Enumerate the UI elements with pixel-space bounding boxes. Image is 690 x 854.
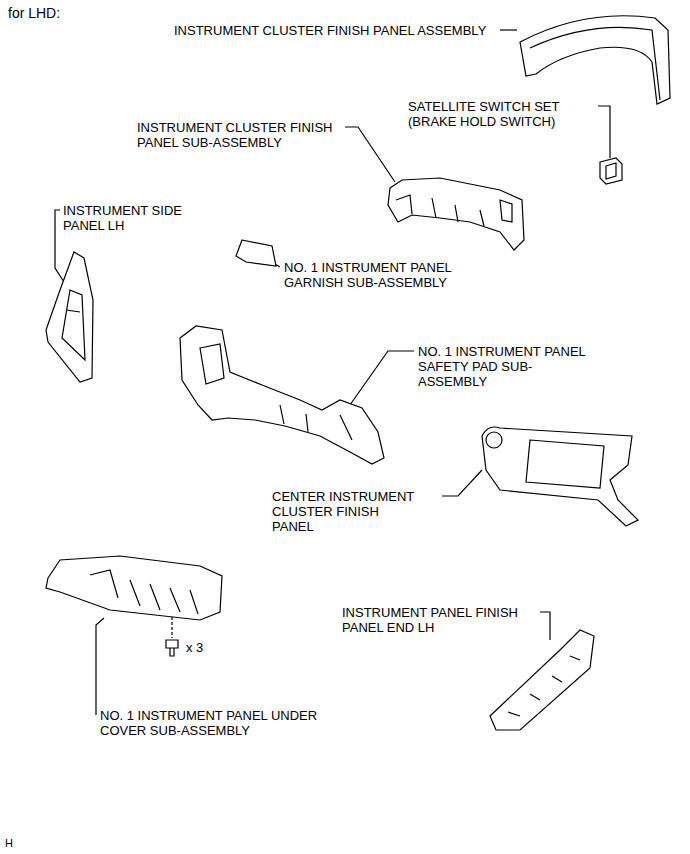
part-name: CENTER INSTRUMENT CLUSTER FINISH PANEL (272, 489, 418, 534)
part-name: INSTRUMENT SIDE PANEL LH (63, 203, 186, 233)
part-name: NO. 1 INSTRUMENT PANEL GARNISH SUB-ASSEM… (284, 260, 456, 290)
center-cluster-finish-panel (482, 427, 638, 526)
callout-text: x 3 (186, 640, 203, 655)
panel-detail (396, 195, 512, 226)
leader-line (442, 470, 482, 496)
leader-line (96, 618, 104, 715)
diagram-title: for LHD: (8, 6, 60, 21)
switch-face (606, 163, 616, 179)
part-name: SATELLITE SWITCH SET (BRAKE HOLD SWITCH) (408, 99, 563, 129)
garnish (236, 240, 276, 266)
pad-detail (200, 344, 352, 440)
panel-edge (530, 27, 660, 100)
part-name: NO. 1 INSTRUMENT PANEL UNDER COVER SUB-A… (100, 708, 321, 738)
leader-line (345, 127, 395, 182)
callout-text: H (5, 836, 13, 851)
bolt (166, 640, 178, 656)
cluster-finish-panel-sub-assembly (388, 178, 524, 250)
leader-line (540, 612, 550, 640)
part-name: INSTRUMENT PANEL FINISH PANEL END LH (342, 605, 522, 635)
part-name: NO. 1 INSTRUMENT PANEL SAFETY PAD SUB-AS… (418, 344, 590, 389)
finish-panel-end (490, 630, 594, 730)
panel-detail (508, 656, 580, 716)
part-name: INSTRUMENT CLUSTER FINISH PANEL SUB-ASSE… (137, 120, 336, 150)
instrument-side-panel (46, 252, 93, 382)
cover-detail (90, 570, 198, 614)
panel-detail (62, 290, 85, 360)
part-name: INSTRUMENT CLUSTER FINISH PANEL ASSEMBLY (174, 23, 486, 38)
cluster-finish-panel-assembly (520, 16, 670, 104)
leader-line (598, 106, 610, 158)
leader-line (345, 351, 414, 412)
panel-hole (486, 432, 502, 448)
under-cover (46, 556, 222, 620)
satellite-switch (600, 158, 622, 184)
safety-pad (180, 326, 384, 464)
leader-line (500, 29, 517, 30)
panel-opening (526, 440, 604, 488)
